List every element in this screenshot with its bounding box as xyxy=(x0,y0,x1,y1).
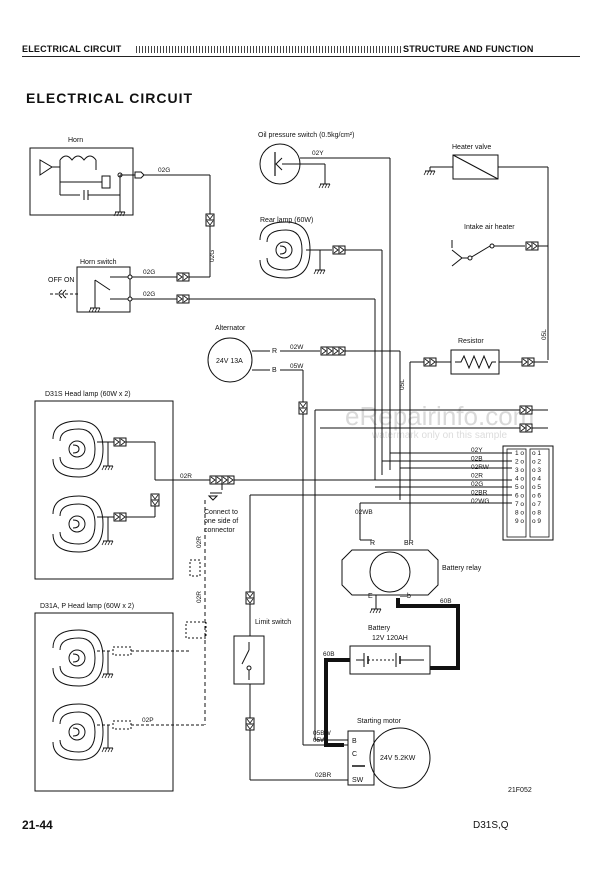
connector-pin-left: 5 o xyxy=(515,484,524,491)
wire-label-horn-vertical-02g: 02G xyxy=(209,250,216,262)
battery-relay-label: Battery relay xyxy=(442,565,482,572)
wire-label-alt-05w: 05W xyxy=(290,363,304,370)
connector-pin-left: 7 o xyxy=(515,501,524,508)
battery-relay-terminal-br: BR xyxy=(404,540,414,547)
battery-rating: 12V 120AH xyxy=(372,635,408,642)
alternator: Alternator 24V 13A R B xyxy=(207,325,277,383)
wire-label-head-02r-vertical-b: 02R xyxy=(196,591,203,603)
heater-valve-label: Heater valve xyxy=(452,144,491,151)
connector-pin-left: 8 o xyxy=(515,510,524,517)
wire-label-motor-05bw: 05BW xyxy=(313,730,332,737)
model-code: D31S,Q xyxy=(473,820,509,831)
head-lamp-d31s-label: D31S Head lamp (60W x 2) xyxy=(45,391,131,398)
connector-wire-label: 02G xyxy=(471,481,483,488)
wire-label-battery-60b: 60B xyxy=(440,598,452,605)
battery-relay-terminal-b: —b xyxy=(400,593,411,600)
rear-lamp-label: Rear lamp (60W) xyxy=(260,217,313,224)
wire-label-head-02r: 02R xyxy=(180,473,192,480)
starting-motor-label: Starting motor xyxy=(357,718,402,725)
starting-motor-rating: 24V 5.2KW xyxy=(380,755,416,762)
connect-note-line1: Connect to xyxy=(204,509,238,516)
wire-label-alt-05l: 05L xyxy=(399,379,406,390)
connector-wire-label: 02B xyxy=(471,456,483,463)
wire-label-horn-02g: 02G xyxy=(158,167,170,174)
intake-air-heater: Intake air heater xyxy=(451,224,539,267)
horn-switch-label: Horn switch xyxy=(80,259,117,266)
connector-wire-label: 02Y xyxy=(471,447,483,454)
starting-motor: Starting motor 24V 5.2KW B C SW xyxy=(347,718,431,789)
intake-air-heater-label: Intake air heater xyxy=(464,224,515,231)
wire-label-horn-sw-02g-b: 02G xyxy=(143,291,155,298)
starting-motor-terminal-c: C xyxy=(352,751,357,758)
wire-label-head-02p: 02P xyxy=(142,717,154,724)
header-right: STRUCTURE AND FUNCTION xyxy=(403,44,534,54)
connector-pin-right: o 8 xyxy=(532,510,541,517)
watermark-sub: watermark only on this sample xyxy=(371,430,507,441)
wire-label-alt-02w: 02W xyxy=(290,344,304,351)
horn-switch[interactable]: Horn switch OFF ON xyxy=(48,259,133,313)
wire-label-oil-02y: 02Y xyxy=(312,150,324,157)
connector-pin-right: o 6 xyxy=(532,493,541,500)
page-title: ELECTRICAL CIRCUIT xyxy=(26,90,194,106)
watermark-main: eRepairinfo.com xyxy=(345,401,534,431)
connector-pin-left: 4 o xyxy=(515,476,524,483)
connector-pin-left: 2 o xyxy=(515,459,524,466)
connector-pin-right: o 4 xyxy=(532,476,541,483)
figure-code: 21F052 xyxy=(508,787,532,794)
wire-label-head-02r-vertical-a: 02R xyxy=(196,536,203,548)
header-hatch-bar xyxy=(136,46,401,53)
battery-relay-terminal-e: E xyxy=(368,593,373,600)
connect-note-line2: one side of xyxy=(204,518,238,525)
wire-label-battery-60b-b: 60B xyxy=(323,651,335,658)
connector-pin-right: o 1 xyxy=(532,450,541,457)
connector-wire-label: 02BR xyxy=(471,490,488,497)
page-number: 21-44 xyxy=(22,818,53,832)
heater-valve: Heater valve xyxy=(423,144,548,180)
limit-switch[interactable]: Limit switch xyxy=(233,619,291,685)
connector-pin-right: o 7 xyxy=(532,501,541,508)
oil-pressure-switch: Oil pressure switch (0.5kg/cm²) xyxy=(258,132,354,189)
starting-motor-terminal-sw: SW xyxy=(352,777,364,784)
resistor: Resistor xyxy=(450,338,500,375)
wire-label-heater-05l: 05L xyxy=(541,329,548,340)
wire-label-relay-02wb: 02WB xyxy=(355,509,373,516)
connector-pin-right: o 5 xyxy=(532,484,541,491)
horn-label: Horn xyxy=(68,137,83,144)
connector-pin-right: o 2 xyxy=(532,459,541,466)
alternator-label: Alternator xyxy=(215,325,246,332)
connector-wire-label: 02WG xyxy=(471,498,489,505)
resistor-label: Resistor xyxy=(458,338,484,345)
starting-motor-terminal-b: B xyxy=(352,738,357,745)
connector-pin-left: 6 o xyxy=(515,493,524,500)
horn: Horn xyxy=(29,137,145,217)
header-left: ELECTRICAL CIRCUIT xyxy=(22,44,122,54)
connector-pin-right: o 3 xyxy=(532,467,541,474)
wire-label-motor-02br: 02BR xyxy=(315,772,332,779)
horn-switch-state: OFF ON xyxy=(48,277,74,284)
wire-label-horn-sw-02g-a: 02G xyxy=(143,269,155,276)
connector-pin-left: 9 o xyxy=(515,518,524,525)
rear-lamp: Rear lamp (60W) xyxy=(259,217,346,279)
connector-pin-left: 1 o xyxy=(515,450,524,457)
battery: Battery 12V 120AH xyxy=(349,625,431,675)
oil-pressure-switch-label: Oil pressure switch (0.5kg/cm²) xyxy=(258,132,354,139)
battery-relay-terminal-r: R xyxy=(370,540,375,547)
head-lamp-d31s: D31S Head lamp (60W x 2) xyxy=(34,391,210,580)
limit-switch-label: Limit switch xyxy=(255,619,291,626)
head-lamp-d31ap-label: D31A, P Head lamp (60W x 2) xyxy=(40,603,134,610)
connector-wire-label: 02R xyxy=(471,473,483,480)
connector-pin-left: 3 o xyxy=(515,467,524,474)
alternator-rating: 24V 13A xyxy=(216,358,243,365)
header-rule xyxy=(22,56,580,57)
connect-note-line3: connector xyxy=(204,527,235,534)
head-lamp-d31ap: D31A, P Head lamp (60W x 2) xyxy=(34,603,205,792)
connector-pin-right: o 9 xyxy=(532,518,541,525)
battery-label: Battery xyxy=(368,625,391,632)
alternator-terminal-r: R xyxy=(272,348,277,355)
battery-relay: R BR E —b Battery relay xyxy=(341,540,482,614)
alternator-terminal-b: B xyxy=(272,367,277,374)
connector-block xyxy=(502,445,554,541)
